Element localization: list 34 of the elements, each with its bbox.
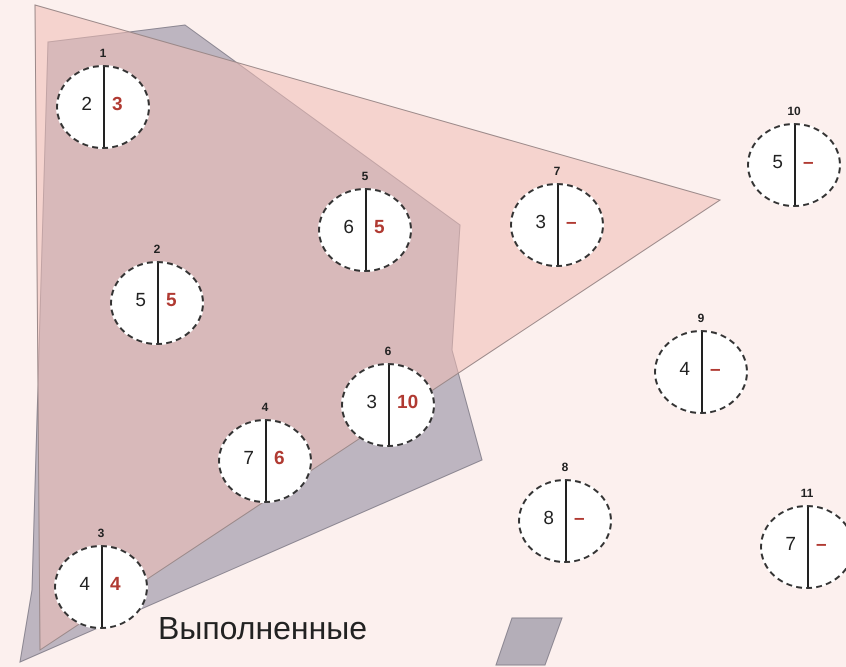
node-number: 10: [787, 105, 801, 117]
node-number: 8: [562, 461, 568, 473]
node-number: 2: [154, 243, 160, 255]
left-value: 7: [785, 535, 796, 554]
right-value: 3: [112, 95, 123, 114]
right-value: 10: [397, 393, 418, 412]
right-value: 6: [274, 449, 285, 468]
node-number: 7: [554, 165, 560, 177]
left-value: 8: [543, 509, 554, 528]
left-value: 7: [243, 449, 254, 468]
node-number: 5: [362, 170, 368, 182]
node-number: 6: [384, 345, 392, 357]
node-number: 11: [800, 487, 814, 499]
node-number: 9: [698, 312, 704, 324]
left-value: 5: [772, 153, 783, 172]
left-value: 6: [343, 218, 354, 237]
right-value: –: [574, 509, 585, 528]
caption-text: Выполненные: [158, 612, 368, 644]
right-value: 4: [110, 575, 121, 594]
node-number: 1: [100, 47, 106, 59]
node-number: 4: [262, 401, 268, 413]
left-value: 4: [679, 360, 690, 379]
right-value: 5: [166, 291, 177, 310]
left-value: 2: [81, 95, 92, 114]
node-number: 3: [98, 527, 104, 539]
right-value: –: [710, 360, 721, 379]
right-value: –: [816, 535, 827, 554]
left-value: 4: [79, 575, 90, 594]
left-value: 3: [535, 213, 546, 232]
right-value: –: [803, 153, 814, 172]
left-value: 3: [366, 393, 377, 412]
right-value: –: [566, 213, 577, 232]
right-value: 5: [374, 218, 385, 237]
left-value: 5: [135, 291, 146, 310]
